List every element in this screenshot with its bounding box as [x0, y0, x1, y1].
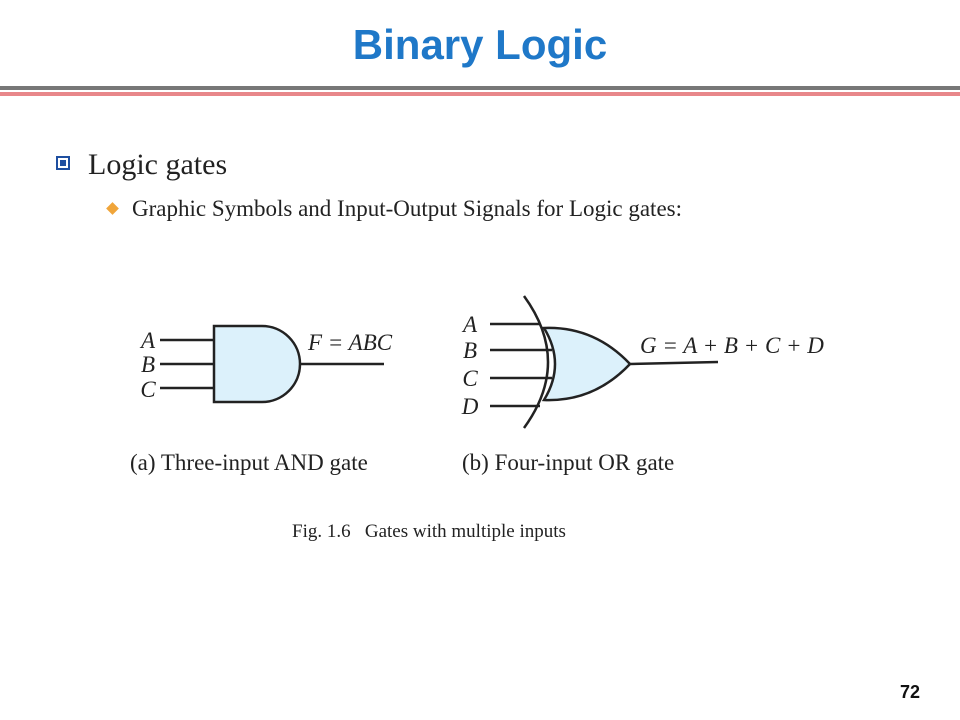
- or-gate: A B C D G = A + B + C + D (b) Four-input…: [461, 295, 824, 475]
- figure-caption: Fig. 1.6 Gates with multiple inputs: [292, 521, 566, 542]
- or-output-line: [629, 360, 719, 366]
- and-gate-caption: (a) Three-input AND gate: [130, 450, 368, 475]
- and-gate: A B C F = ABC (a) Three-input AND gate: [130, 324, 393, 475]
- or-input-label-c: C: [462, 366, 478, 391]
- bullet-level2-text: Graphic Symbols and Input-Output Signals…: [132, 196, 683, 221]
- or-input-label-d: D: [461, 394, 479, 419]
- and-gate-body: [212, 324, 302, 404]
- or-output-expression: G = A + B + C + D: [640, 333, 824, 358]
- square-bullet-icon: [56, 156, 70, 170]
- slide-title: Binary Logic: [352, 21, 608, 68]
- and-input-label-c: C: [140, 377, 156, 402]
- title-divider: [0, 86, 960, 90]
- or-extended-input-curve: [522, 295, 550, 429]
- and-output-expression: F = ABC: [307, 330, 393, 355]
- and-input-label-b: B: [141, 352, 155, 377]
- or-input-label-a: A: [461, 312, 478, 337]
- or-gate-body: [541, 326, 632, 402]
- title-divider-accent: [0, 92, 960, 96]
- or-gate-caption: (b) Four-input OR gate: [462, 450, 674, 475]
- bullet-level1-text: Logic gates: [88, 148, 228, 181]
- or-input-label-b: B: [463, 338, 477, 363]
- page-number: 72: [899, 682, 920, 702]
- and-input-label-a: A: [139, 328, 156, 353]
